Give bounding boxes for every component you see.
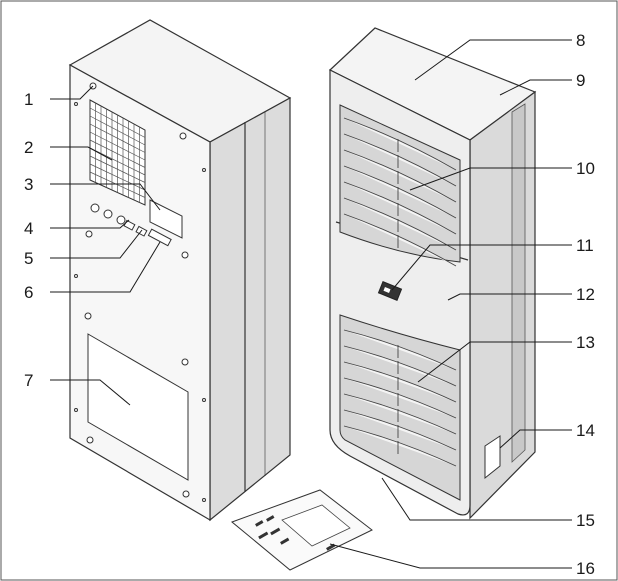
leader-12 — [447, 293, 572, 301]
connector-row — [90, 203, 172, 247]
leader-10 — [409, 167, 572, 191]
upper-louvre-slats — [343, 117, 457, 267]
callout-12: 12 — [576, 285, 595, 304]
callout-8: 8 — [576, 31, 585, 50]
rear-unit — [68, 19, 292, 522]
callout-5: 5 — [24, 249, 33, 268]
leader-6 — [50, 241, 161, 293]
front-unit — [328, 27, 537, 520]
rating-plate — [149, 199, 183, 239]
leader-13 — [417, 341, 572, 383]
bag-insert — [281, 504, 351, 547]
side-recess — [511, 103, 526, 463]
leader-15 — [381, 477, 572, 521]
lower-louvre-slats — [343, 329, 457, 467]
leader-lines — [50, 39, 572, 569]
accessory-bag — [231, 489, 373, 571]
callout-1: 1 — [24, 90, 33, 109]
leader-3 — [50, 183, 161, 211]
callout-9: 9 — [576, 71, 585, 90]
callout-7: 7 — [24, 371, 33, 390]
leader-5 — [50, 229, 143, 259]
cover-plate — [87, 333, 189, 481]
leader-7 — [50, 379, 131, 406]
rear-unit-side — [209, 96, 291, 522]
callout-2: 2 — [24, 138, 33, 157]
side-label — [484, 435, 501, 480]
callout-3: 3 — [24, 175, 33, 194]
callout-13: 13 — [576, 333, 595, 352]
callout-11: 11 — [576, 236, 594, 255]
callout-16: 16 — [576, 559, 595, 578]
callout-labels: 1 2 3 4 5 6 7 8 9 10 11 12 13 14 15 16 — [24, 31, 595, 578]
callout-6: 6 — [24, 283, 33, 302]
leader-9 — [499, 79, 572, 96]
leader-4 — [50, 219, 130, 229]
leader-11 — [391, 244, 572, 291]
leader-1 — [50, 85, 94, 100]
display-unit — [377, 281, 403, 301]
bag-screws — [255, 515, 336, 551]
callout-14: 14 — [576, 421, 595, 440]
leader-2 — [50, 146, 113, 161]
leader-16 — [329, 543, 572, 569]
callout-4: 4 — [24, 219, 33, 238]
leader-8 — [414, 39, 572, 81]
rear-grille — [89, 99, 146, 206]
callout-10: 10 — [576, 159, 595, 178]
callout-15: 15 — [576, 511, 595, 530]
leader-14 — [499, 429, 572, 449]
panel-screws — [74, 82, 206, 502]
